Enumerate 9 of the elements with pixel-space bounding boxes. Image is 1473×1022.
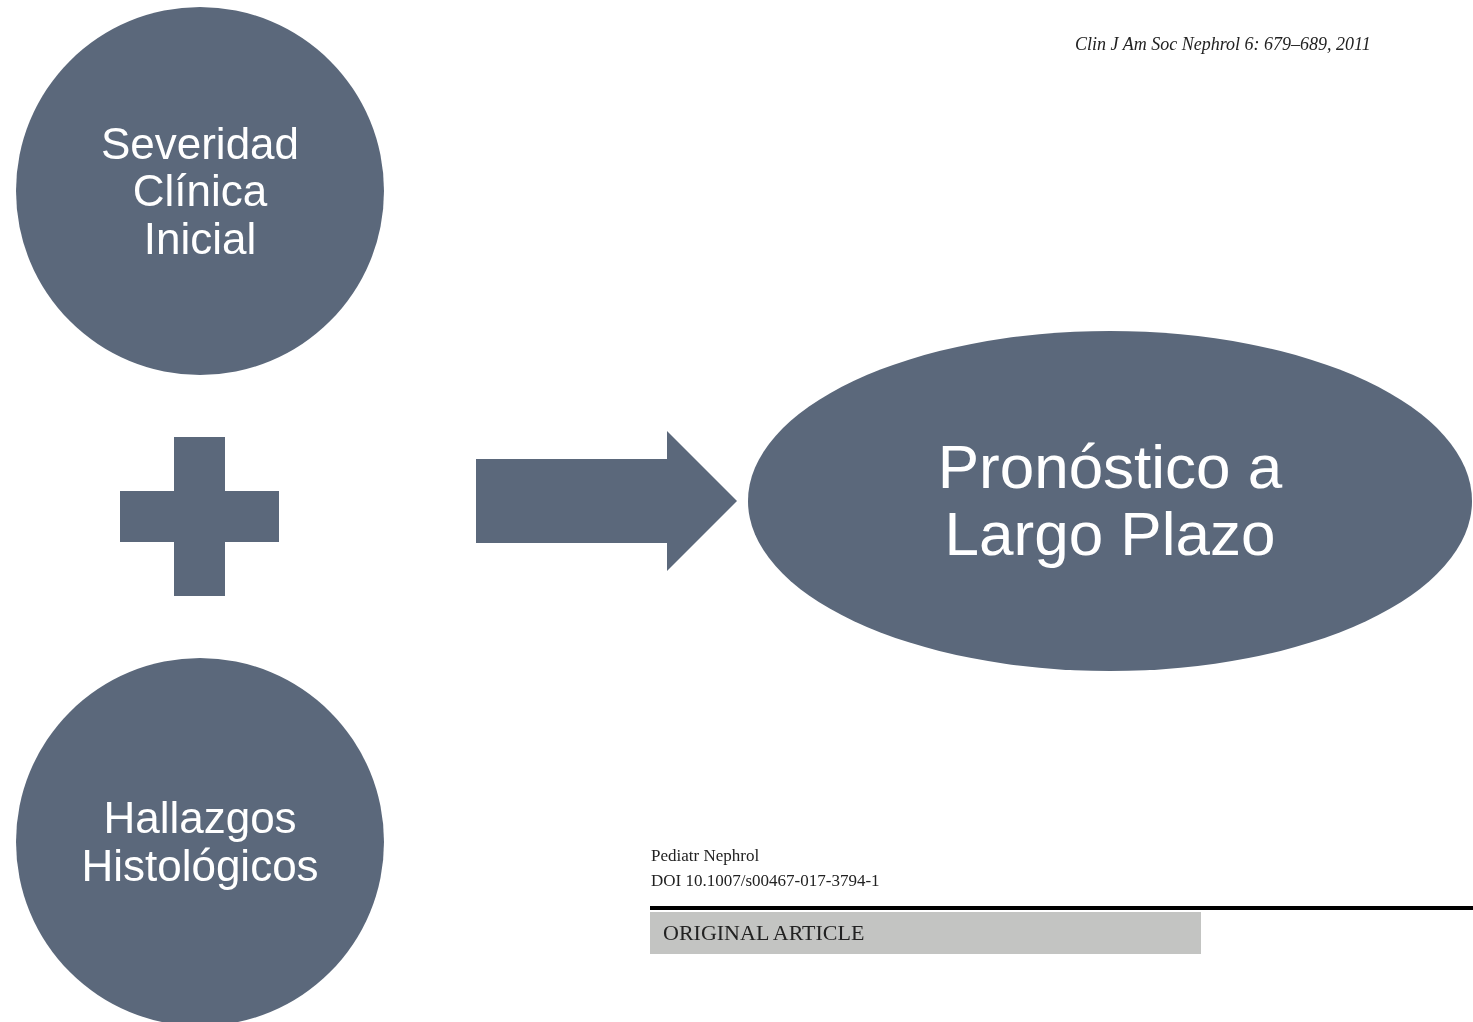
citation-text: Clin J Am Soc Nephrol 6: 679–689, 2011 — [1075, 34, 1371, 55]
doi-text: DOI 10.1007/s00467-017-3794-1 — [651, 871, 880, 891]
heading-band — [650, 912, 1201, 954]
node-text: Severidad Clínica Inicial — [99, 119, 301, 263]
journal-name: Pediatr Nephrol — [651, 846, 760, 866]
node-text: Pronóstico a Largo Plazo — [936, 434, 1284, 568]
node-text: Hallazgos Histológicos — [80, 794, 320, 890]
node-text: ORIGINAL ARTICLE — [663, 921, 865, 945]
block-arrow — [476, 431, 737, 571]
